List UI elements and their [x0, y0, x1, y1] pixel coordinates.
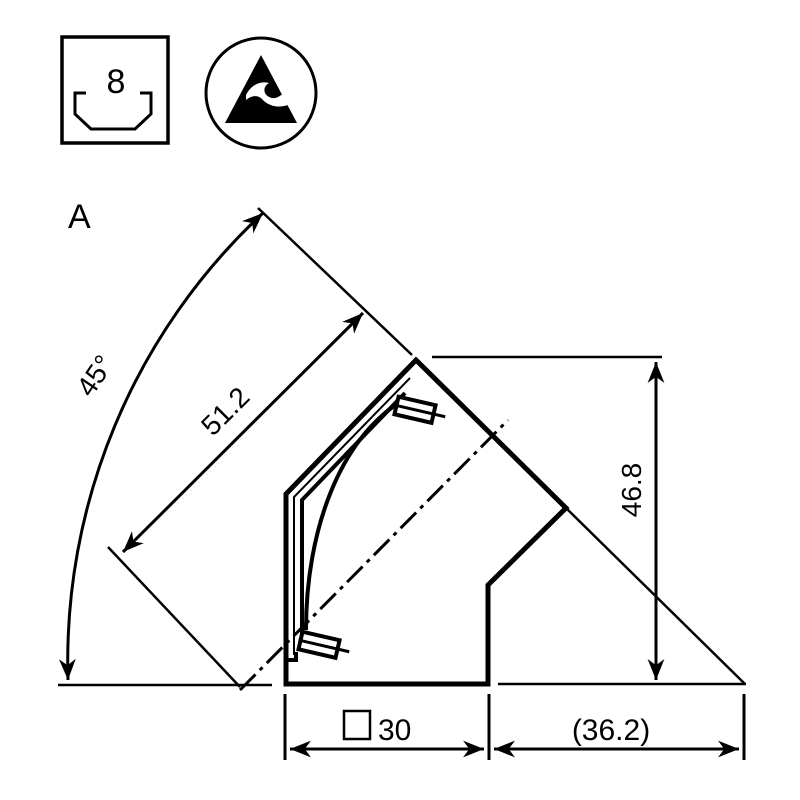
fitting-body [238, 356, 570, 692]
width-dimensions: 30 (36.2) [283, 694, 746, 760]
square-symbol-icon [342, 709, 372, 741]
angle-dimension: 45° [58, 211, 272, 687]
width-square-label: 30 [378, 714, 411, 747]
angle-label: 45° [70, 349, 119, 401]
height-dimension: 46.8 [432, 355, 746, 686]
diagonal-length-dimension: 51.2 [107, 207, 413, 688]
duct-capacity-icon: 8 [60, 35, 170, 145]
diagonal-length-label: 51.2 [195, 381, 255, 441]
reference-width-label: (36.2) [572, 714, 650, 747]
height-label: 46.8 [616, 463, 647, 518]
esd-warning-icon [204, 36, 318, 150]
view-label: A [68, 198, 91, 236]
duct-capacity-value: 8 [107, 63, 126, 101]
